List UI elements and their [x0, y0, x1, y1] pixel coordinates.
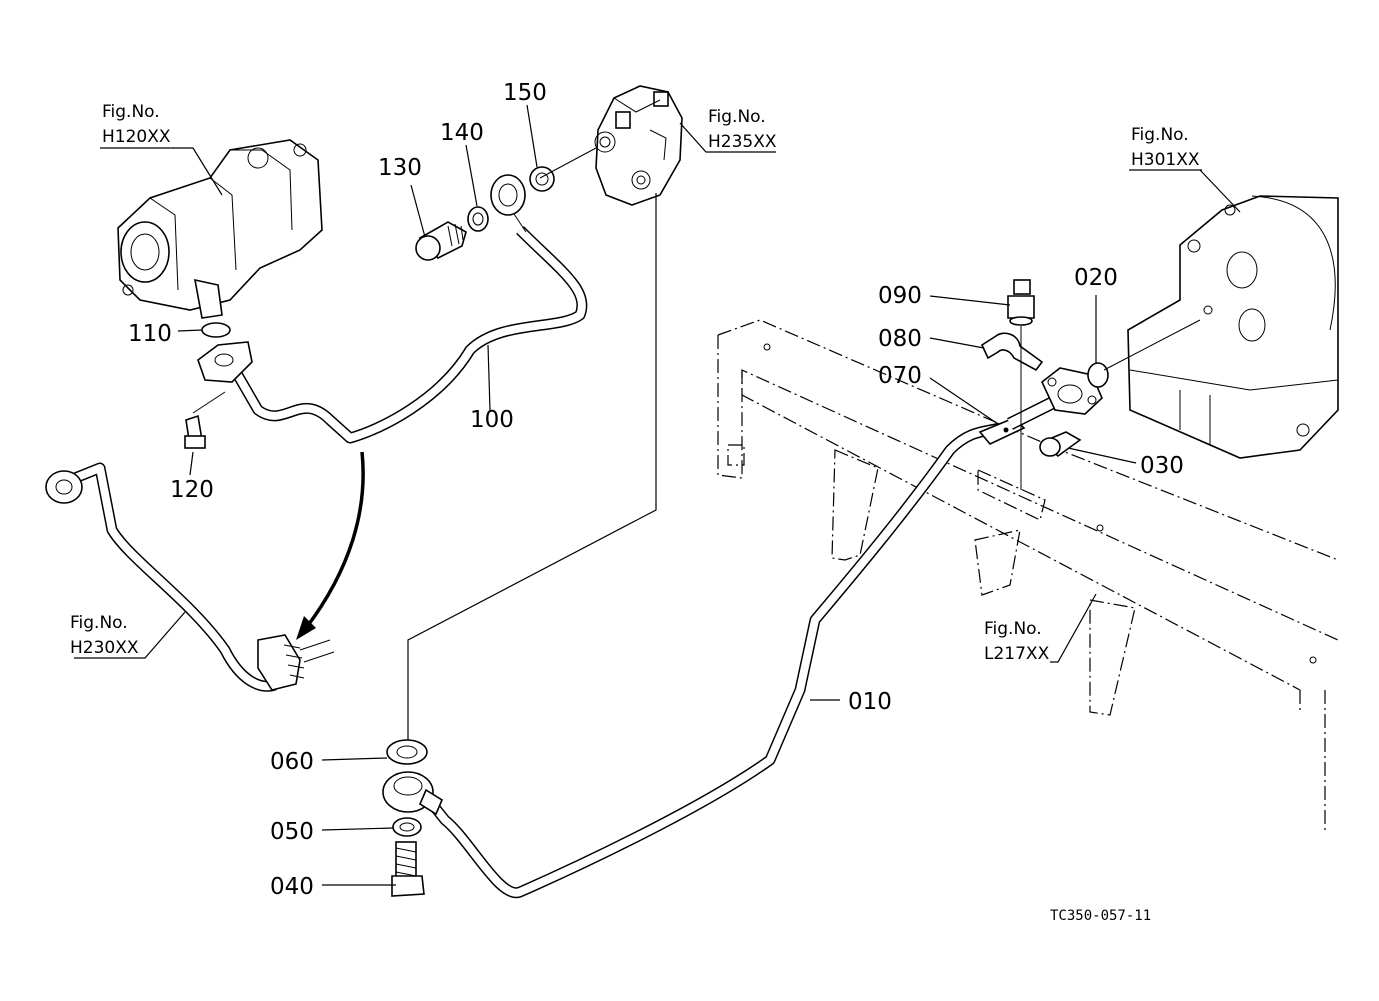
fig-ref-h120-label: Fig.No.: [102, 102, 160, 122]
callout-120: 120: [170, 477, 214, 503]
callout-070: 070: [878, 363, 922, 389]
leader-lines: [74, 104, 1241, 886]
fig-ref-h235-label: Fig.No.: [708, 107, 766, 127]
callout-labels: 010 020 030 040 050 060 070 080 090 100 …: [128, 80, 1184, 900]
callout-100: 100: [470, 407, 514, 433]
callout-060: 060: [270, 749, 314, 775]
washer-060: [386, 739, 428, 765]
callout-050: 050: [270, 819, 314, 845]
clamp-080: [980, 332, 1044, 372]
o-ring-020: [1087, 319, 1201, 388]
figure-references: Fig.No. H120XX Fig.No. H235XX Fig.No. H3…: [70, 102, 1202, 664]
callout-010: 010: [848, 689, 892, 715]
callout-130: 130: [378, 155, 422, 181]
callout-030: 030: [1140, 453, 1184, 479]
banjo-bolt-130: [415, 221, 467, 261]
fig-ref-h301-label: Fig.No.: [1131, 125, 1189, 145]
washer-050: [392, 817, 422, 837]
hitch-housing-drawing: [1127, 195, 1339, 459]
control-valve-drawing: [594, 85, 683, 206]
bolt-090: [1007, 279, 1035, 490]
callout-080: 080: [878, 326, 922, 352]
fig-ref-l217-label: Fig.No.: [984, 619, 1042, 639]
fig-ref-h230-code: H230XX: [70, 638, 139, 658]
fig-ref-h120[interactable]: Fig.No. H120XX: [100, 102, 174, 149]
washer-150: [529, 166, 555, 192]
fig-ref-h235[interactable]: Fig.No. H235XX: [708, 107, 777, 152]
fig-ref-l217-code: L217XX: [984, 644, 1050, 664]
fig-ref-h230[interactable]: Fig.No. H230XX: [70, 613, 139, 658]
o-ring-110: [201, 322, 231, 338]
callout-040: 040: [270, 874, 314, 900]
callout-090: 090: [878, 283, 922, 309]
callout-150: 150: [503, 80, 547, 106]
screw-120: [184, 391, 226, 449]
fig-ref-h301[interactable]: Fig.No. H301XX: [1129, 125, 1202, 171]
fig-ref-l217[interactable]: Fig.No. L217XX: [984, 619, 1050, 664]
fig-ref-h230-label: Fig.No.: [70, 613, 128, 633]
callout-140: 140: [440, 120, 484, 146]
bolt-030: [1039, 431, 1082, 458]
fig-ref-h235-code: H235XX: [708, 132, 777, 152]
flange-plate: [1041, 367, 1103, 415]
banjo-bolt-040: [391, 841, 425, 897]
pipe-010: [382, 422, 1002, 899]
fig-ref-h301-code: H301XX: [1131, 150, 1200, 170]
callout-110: 110: [128, 321, 172, 347]
direction-arrow: [296, 451, 365, 640]
pipe-100: [197, 174, 588, 444]
hydraulic-pump-drawing: [117, 139, 323, 319]
washer-140: [467, 206, 489, 232]
fig-ref-h120-code: H120XX: [102, 127, 171, 147]
drawing-code: TC350-057-11: [1050, 908, 1151, 924]
pipe-h230: [45, 462, 335, 692]
callout-020: 020: [1074, 265, 1118, 291]
